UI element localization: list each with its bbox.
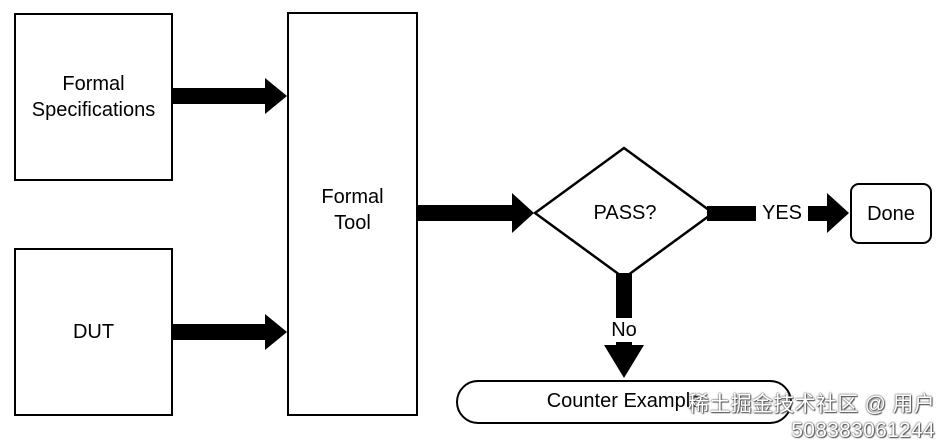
formal-tool-box: Formal Tool: [287, 12, 418, 416]
formal-specifications-label: Formal Specifications: [31, 73, 156, 121]
decision-label: PASS?: [593, 202, 657, 224]
no-label: No: [600, 318, 648, 342]
done-label: Done: [867, 202, 915, 225]
formal-specifications-box: Formal Specifications: [14, 13, 173, 181]
yes-label: YES: [756, 201, 808, 225]
dut-label: DUT: [72, 321, 115, 343]
watermark-text: 稀土掘金技术社区 @ 用户508383061244: [688, 393, 935, 442]
arrow-tool-to-decision: [418, 193, 534, 233]
arrow-spec-to-tool: [173, 78, 287, 114]
formal-tool-label: Formal Tool: [321, 186, 384, 234]
counter-example-label: Counter Example: [546, 390, 702, 412]
flowchart: Formal Specifications DUT Formal Tool PA…: [14, 12, 935, 442]
arrow-dut-to-tool: [173, 314, 287, 350]
done-box: Done: [850, 183, 932, 244]
flowchart-connectors: [173, 78, 849, 378]
dut-box: DUT: [14, 248, 173, 416]
counter-example-box: Counter Example: [456, 380, 792, 424]
